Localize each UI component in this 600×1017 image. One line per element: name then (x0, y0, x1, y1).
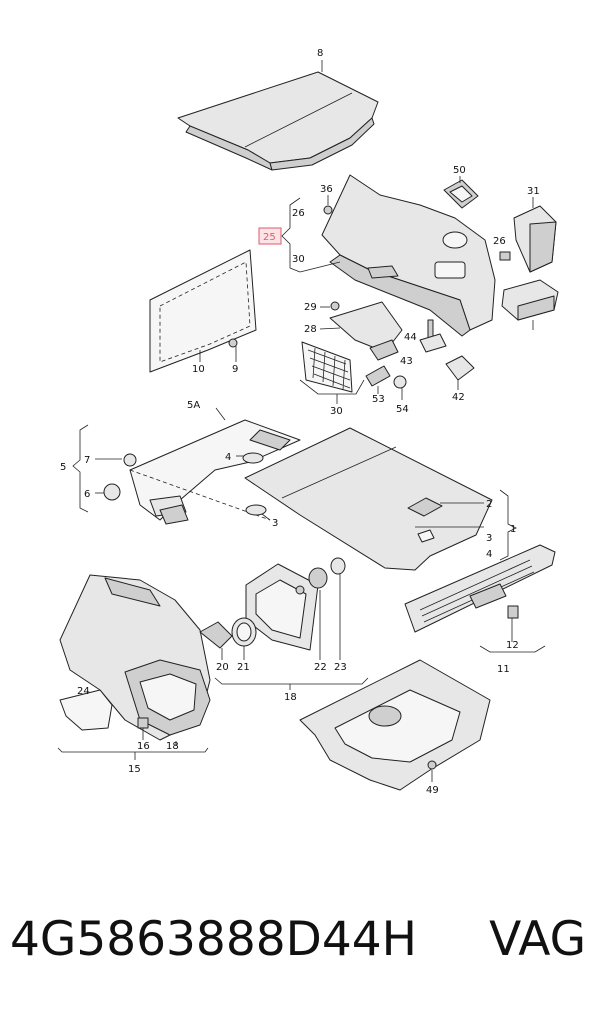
exploded-parts-diagram: 8 50 36 31 26 25 26 30 29 44 28 43 10 9 … (57, 48, 559, 796)
floor-cover-left (129, 407, 301, 525)
callout-25: 25 (263, 232, 276, 243)
brand-label: VAG (489, 912, 586, 967)
callout-26-b: 26 (493, 236, 506, 247)
callout-30-b: 30 (330, 406, 343, 417)
callout-4: 4 (225, 452, 231, 463)
clip-36 (323, 195, 333, 215)
ring-21 (231, 617, 257, 660)
callout-21: 21 (237, 662, 250, 673)
luggage-cover-panel (177, 60, 379, 171)
plug-53 (365, 365, 391, 394)
callout-3: 3 (272, 518, 278, 529)
callout-28: 28 (304, 324, 317, 335)
callout-50: 50 (453, 165, 466, 176)
callout-1: 1 (510, 524, 516, 535)
callout-3-b: 3 (486, 533, 492, 544)
callout-10: 10 (192, 364, 205, 375)
callout-20: 20 (216, 662, 229, 673)
storage-box (501, 279, 559, 330)
foam-block (513, 197, 557, 273)
callout-labels: 8 50 36 31 26 25 26 30 29 44 28 43 10 9 … (60, 48, 540, 796)
callout-29: 29 (304, 302, 317, 313)
callout-4-b: 4 (486, 549, 492, 560)
mounting-frame (245, 563, 319, 651)
insulation-mat (149, 249, 257, 373)
callout-26: 26 (292, 208, 305, 219)
callout-18: 18 (284, 692, 297, 703)
callout-bracket-15 (57, 747, 209, 760)
callout-44: 44 (404, 332, 417, 343)
grommet-54 (393, 375, 407, 400)
callout-5: 5 (60, 462, 66, 473)
callout-bracket-5 (72, 424, 137, 513)
left-side-trim-panel (59, 574, 211, 746)
socket-23 (330, 557, 346, 660)
callout-5a: 5A (187, 400, 200, 411)
callout-12: 12 (506, 640, 519, 651)
spare-wheel-well-tray (299, 659, 491, 791)
grommet-4 (236, 452, 264, 464)
callout-30: 30 (292, 254, 305, 265)
callout-24: 24 (77, 686, 90, 697)
callout-2: 2 (486, 499, 492, 510)
bolt-44 (419, 319, 447, 353)
loading-floor (244, 427, 517, 571)
callout-42: 42 (452, 392, 465, 403)
callout-53: 53 (372, 394, 385, 405)
callout-49: 49 (426, 785, 439, 796)
mounting-bracket (319, 301, 403, 361)
callout-31: 31 (527, 186, 540, 197)
callout-7: 7 (84, 455, 90, 466)
fastener-9 (228, 338, 238, 362)
callout-6: 6 (84, 489, 90, 500)
cover-cap (443, 176, 479, 209)
callout-11: 11 (497, 664, 510, 675)
callout-43: 43 (400, 356, 413, 367)
callout-bracket-18 (214, 677, 369, 690)
callout-9: 9 (232, 364, 238, 375)
grommet-3 (245, 504, 271, 521)
callout-16: 16 (137, 741, 150, 752)
socket-22 (308, 567, 328, 660)
part-number: 4G5863888D44H (10, 912, 417, 967)
callout-bracket-25 (258, 197, 341, 273)
hook-42 (445, 355, 475, 390)
clip-16 (137, 717, 149, 740)
callout-18-b: 18 (166, 741, 179, 752)
callout-22: 22 (314, 662, 327, 673)
right-side-trim-panel (321, 174, 496, 337)
trim-cover-24 (59, 689, 113, 731)
cargo-net (299, 341, 365, 404)
loading-sill-trim (404, 544, 556, 653)
callout-54: 54 (396, 404, 409, 415)
callout-8: 8 (317, 48, 323, 59)
callout-15: 15 (128, 764, 141, 775)
part-footer: 4G5863888D44H VAG (0, 900, 600, 990)
callout-36: 36 (320, 184, 333, 195)
clip-26 (499, 251, 511, 261)
callout-23: 23 (334, 662, 347, 673)
